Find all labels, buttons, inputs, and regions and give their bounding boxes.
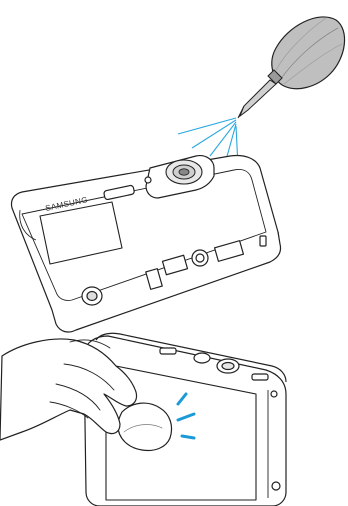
- camera-top-view: [11, 156, 280, 333]
- air-blower-icon: [238, 17, 345, 118]
